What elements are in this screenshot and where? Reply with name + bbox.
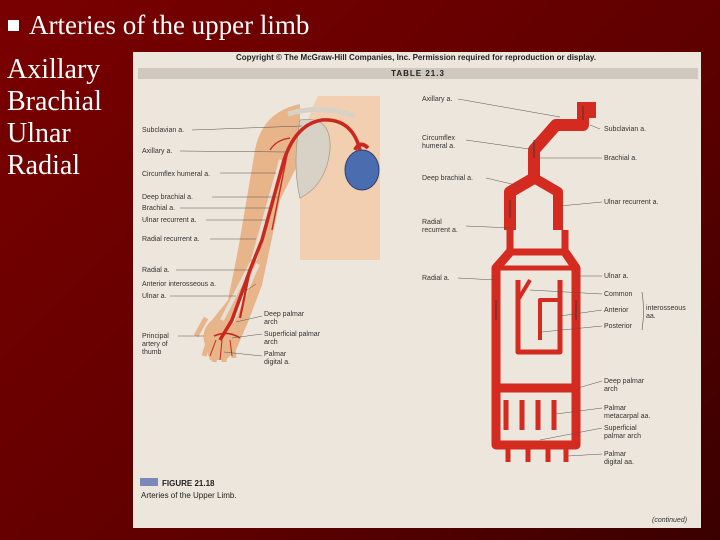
schem-label-palmar-digital-2: digital aa. xyxy=(604,459,634,466)
schem-label-axillary: Axillary a. xyxy=(422,96,452,103)
continued-note: (continued) xyxy=(652,517,687,524)
schem-label-superficial-palmar-2: palmar arch xyxy=(604,433,641,440)
digital-branches xyxy=(503,400,569,462)
label-superficial-palmar-2: arch xyxy=(264,339,278,346)
label-principal-1: Principal xyxy=(142,333,169,340)
copyright-notice: Copyright © The McGraw-Hill Companies, I… xyxy=(235,53,597,62)
label-principal-2: artery of xyxy=(142,341,168,348)
label-ulnar-recurrent: Ulnar recurrent a. xyxy=(142,217,197,224)
label-ulnar: Ulnar a. xyxy=(142,293,167,300)
label-circumflex-humeral: Circumflex humeral a. xyxy=(142,171,210,178)
schem-label-deep-brachial: Deep brachial a. xyxy=(422,175,473,182)
label-principal-3: thumb xyxy=(142,349,162,356)
schem-label-anterior: Anterior xyxy=(604,307,629,314)
label-subclavian: Subclavian a. xyxy=(142,127,184,134)
left-leader-lines xyxy=(170,125,303,357)
label-palmar-digital-2: digital a. xyxy=(264,359,290,366)
list-item-radial: Radial xyxy=(7,150,81,181)
arm-illustration xyxy=(193,96,380,363)
schem-label-palmar-metacarpal-2: metacarpal aa. xyxy=(604,413,650,420)
subclavian-stub xyxy=(570,102,596,118)
schem-label-radial-recurrent-1: Radial xyxy=(422,219,442,226)
schem-label-superficial-palmar-1: Superficial xyxy=(604,425,637,432)
schem-label-posterior: Posterior xyxy=(604,323,633,330)
label-radial: Radial a. xyxy=(142,267,170,274)
label-deep-palmar-2: arch xyxy=(264,319,278,326)
label-superficial-palmar-1: Superficial palmar xyxy=(264,331,321,338)
schem-label-deep-palmar-1: Deep palmar xyxy=(604,378,645,385)
schematic-leader-lines xyxy=(457,98,603,457)
title-row: Arteries of the upper limb xyxy=(8,10,309,40)
figure-caption: Arteries of the Upper Limb. xyxy=(141,491,237,500)
list-item-brachial: Brachial xyxy=(7,86,102,117)
artery-schematic xyxy=(491,102,589,450)
flow-arrows xyxy=(495,106,584,320)
schem-label-subclavian: Subclavian a. xyxy=(604,126,646,133)
slide-title: Arteries of the upper limb xyxy=(29,10,310,40)
label-palmar-digital-1: Palmar xyxy=(264,351,287,358)
schem-label-radial: Radial a. xyxy=(422,275,450,282)
schem-label-ulnar-recurrent: Ulnar recurrent a. xyxy=(604,199,659,206)
schem-label-deep-palmar-2: arch xyxy=(604,386,618,393)
bullet-square-icon xyxy=(8,19,19,31)
schem-label-ulnar: Ulnar a. xyxy=(604,273,629,280)
label-deep-brachial: Deep brachial a. xyxy=(142,194,193,201)
schem-label-palmar-metacarpal-1: Palmar xyxy=(604,405,627,412)
figure-number: FIGURE 21.18 xyxy=(162,479,215,488)
schem-label-common: Common xyxy=(604,291,633,298)
schem-label-circumflex-2: humeral a. xyxy=(422,143,455,150)
schem-label-circumflex-1: Circumflex xyxy=(422,135,456,142)
list-item-ulnar: Ulnar xyxy=(7,118,71,149)
schem-label-brachial: Brachial a. xyxy=(604,155,637,162)
artery-list: Axillary Brachial Ulnar Radial xyxy=(7,54,102,182)
list-item-axillary: Axillary xyxy=(7,54,101,85)
schem-label-radial-recurrent-2: recurrent a. xyxy=(422,227,458,234)
table-label: TABLE 21.3 xyxy=(138,68,698,79)
label-axillary: Axillary a. xyxy=(142,148,172,155)
interosseous-bracket xyxy=(641,291,644,331)
label-anterior-interosseous: Anterior interosseous a. xyxy=(142,281,216,288)
label-brachial: Brachial a. xyxy=(142,205,175,212)
label-radial-recurrent: Radial recurrent a. xyxy=(142,236,200,243)
schem-label-interosseous-1: interosseous xyxy=(646,305,686,312)
figure-panel xyxy=(133,52,701,528)
label-deep-palmar-1: Deep palmar xyxy=(264,311,305,318)
schem-label-interosseous-2: aa. xyxy=(646,313,656,320)
schem-label-palmar-digital-1: Palmar xyxy=(604,451,627,458)
figure-number-swatch xyxy=(140,478,158,486)
